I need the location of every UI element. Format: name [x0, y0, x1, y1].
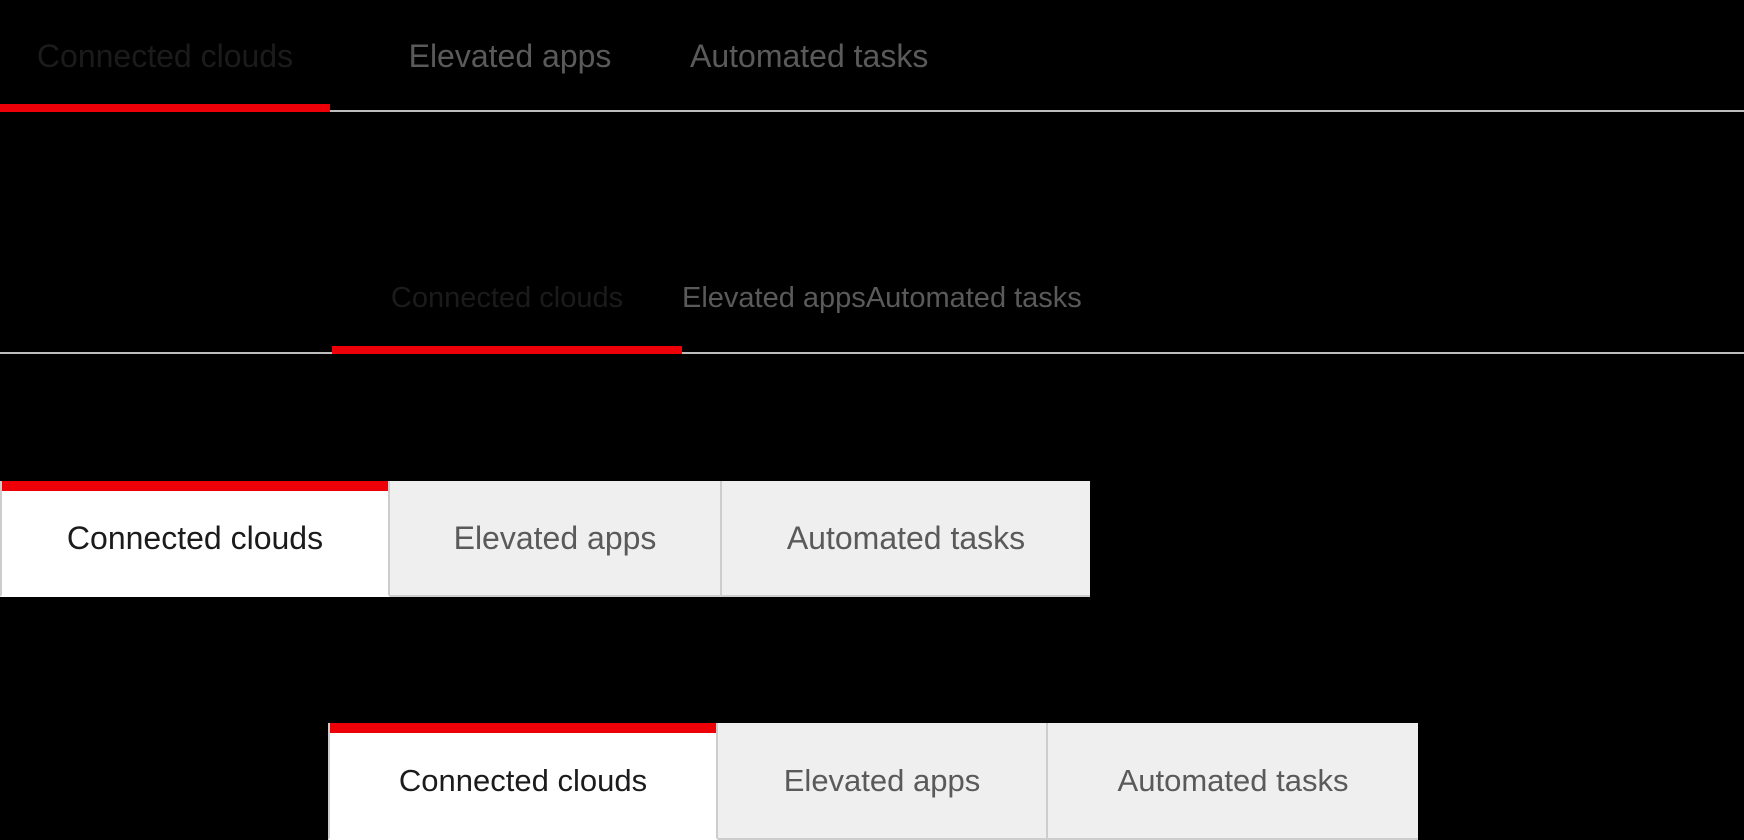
tab-automated-tasks[interactable]: Automated tasks: [690, 0, 928, 112]
tab-label: Elevated apps: [783, 763, 981, 798]
tab-label: Automated tasks: [690, 38, 929, 74]
tabbar-variant-c: Connected clouds Elevated apps Automated…: [0, 481, 1090, 597]
tab-label: Automated tasks: [786, 520, 1026, 556]
tab-label: Connected clouds: [66, 520, 324, 556]
tab-automated-tasks[interactable]: Automated tasks: [1048, 723, 1418, 840]
tab-automated-tasks[interactable]: Automated tasks: [866, 242, 1082, 354]
tab-elevated-apps[interactable]: Elevated apps: [330, 0, 690, 112]
tab-elevated-apps[interactable]: Elevated apps: [390, 481, 722, 597]
active-tab-indicator: [332, 346, 682, 354]
active-tab-indicator: [330, 723, 716, 733]
tab-elevated-apps[interactable]: Elevated apps: [718, 723, 1048, 840]
tab-label: Elevated apps: [408, 38, 612, 74]
tab-label: Elevated apps: [682, 281, 866, 314]
tabbar-baseline-rule: [0, 110, 1744, 112]
tabbar-variant-a: Connected clouds Elevated apps Automated…: [0, 0, 1744, 112]
tab-connected-clouds[interactable]: Connected clouds: [0, 0, 330, 112]
tab-label: Connected clouds: [390, 281, 624, 314]
tab-connected-clouds[interactable]: Connected clouds: [328, 723, 718, 840]
tab-automated-tasks[interactable]: Automated tasks: [722, 481, 1090, 597]
tab-label: Automated tasks: [1117, 763, 1349, 798]
active-tab-indicator: [0, 104, 330, 112]
tab-label: Connected clouds: [398, 763, 648, 798]
tab-elevated-apps[interactable]: Elevated apps: [682, 242, 866, 354]
tab-connected-clouds[interactable]: Connected clouds: [332, 242, 682, 354]
tab-label: Automated tasks: [865, 281, 1082, 314]
tabbar-baseline-rule: [0, 352, 1744, 354]
tab-connected-clouds[interactable]: Connected clouds: [0, 481, 390, 597]
active-tab-indicator: [2, 481, 388, 491]
tab-label: Connected clouds: [36, 38, 294, 74]
tabbar-variant-d: Connected clouds Elevated apps Automated…: [328, 723, 1418, 840]
tabbar-variant-b: Connected clouds Elevated apps Automated…: [0, 242, 1744, 354]
tab-label: Elevated apps: [453, 520, 657, 556]
